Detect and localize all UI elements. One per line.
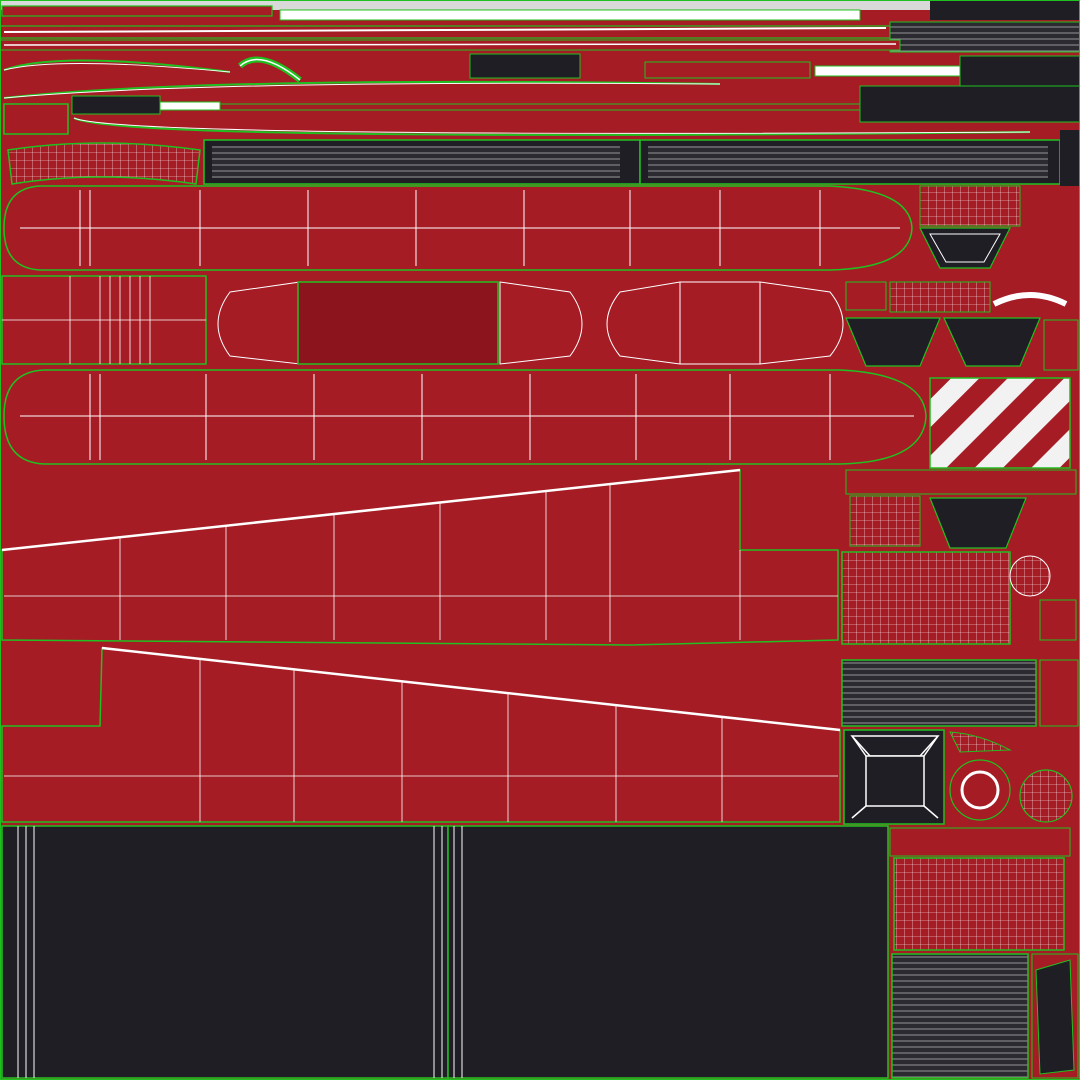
small-parts-column	[841, 185, 1079, 1079]
dark-floor-panels	[1, 825, 889, 1079]
fuselage-panel-lower	[3, 369, 927, 465]
upper-frame-islands	[7, 130, 1080, 186]
fuselage-panel-upper	[3, 185, 913, 271]
top-strip-islands	[0, 0, 1080, 136]
wing-panel-right	[1, 646, 841, 823]
hazard-stripe-panel	[929, 377, 1071, 469]
fuselage-panel-middle	[1, 275, 844, 365]
dark-floor-panel-right	[447, 825, 889, 1079]
wing-panel-left	[1, 468, 839, 646]
dark-floor-panel-left	[1, 825, 449, 1079]
